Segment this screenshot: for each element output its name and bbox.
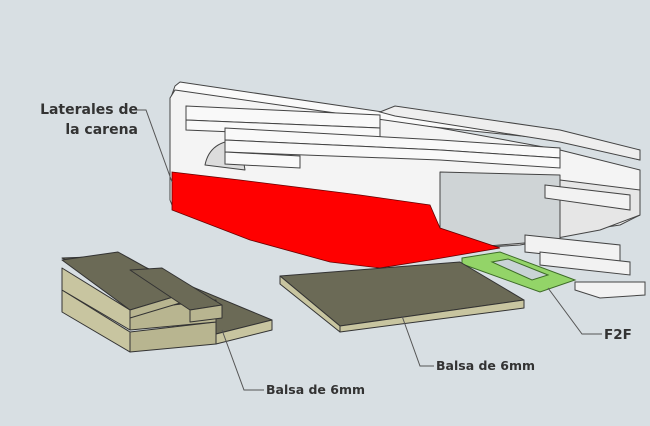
label-laterales-line2: la carena: [65, 122, 138, 138]
f2f-slot: [490, 258, 550, 281]
rear-bulkheads: [524, 184, 646, 299]
balsa-left-layer3-front: [129, 321, 217, 353]
bulkhead-3: [539, 251, 631, 276]
label-f2f: F2F: [604, 327, 632, 343]
leader-lines: [136, 109, 602, 391]
carena-lateral-red: [171, 171, 501, 269]
leader-balsa-left: [221, 329, 264, 391]
batten-cap: [378, 105, 641, 161]
label-laterales-line1: Laterales de: [40, 102, 138, 118]
balsa-right-side-front: [339, 299, 525, 333]
balsa-stack-left: [61, 251, 273, 353]
balsa-left-step-front: [189, 304, 223, 323]
bulkhead-1: [544, 184, 631, 211]
leader-balsa-right: [401, 315, 434, 367]
upper-battens: [185, 105, 641, 169]
label-balsa-left: Balsa de 6mm: [266, 382, 365, 397]
balsa-sheet-right: [279, 261, 525, 333]
batten-5: [224, 151, 301, 169]
bulkhead-4: [574, 281, 646, 299]
label-laterales-carena: Laterales de la carena: [12, 100, 138, 140]
leader-f2f: [547, 287, 602, 335]
leader-laterales: [136, 109, 173, 183]
label-balsa-right: Balsa de 6mm: [436, 358, 535, 373]
